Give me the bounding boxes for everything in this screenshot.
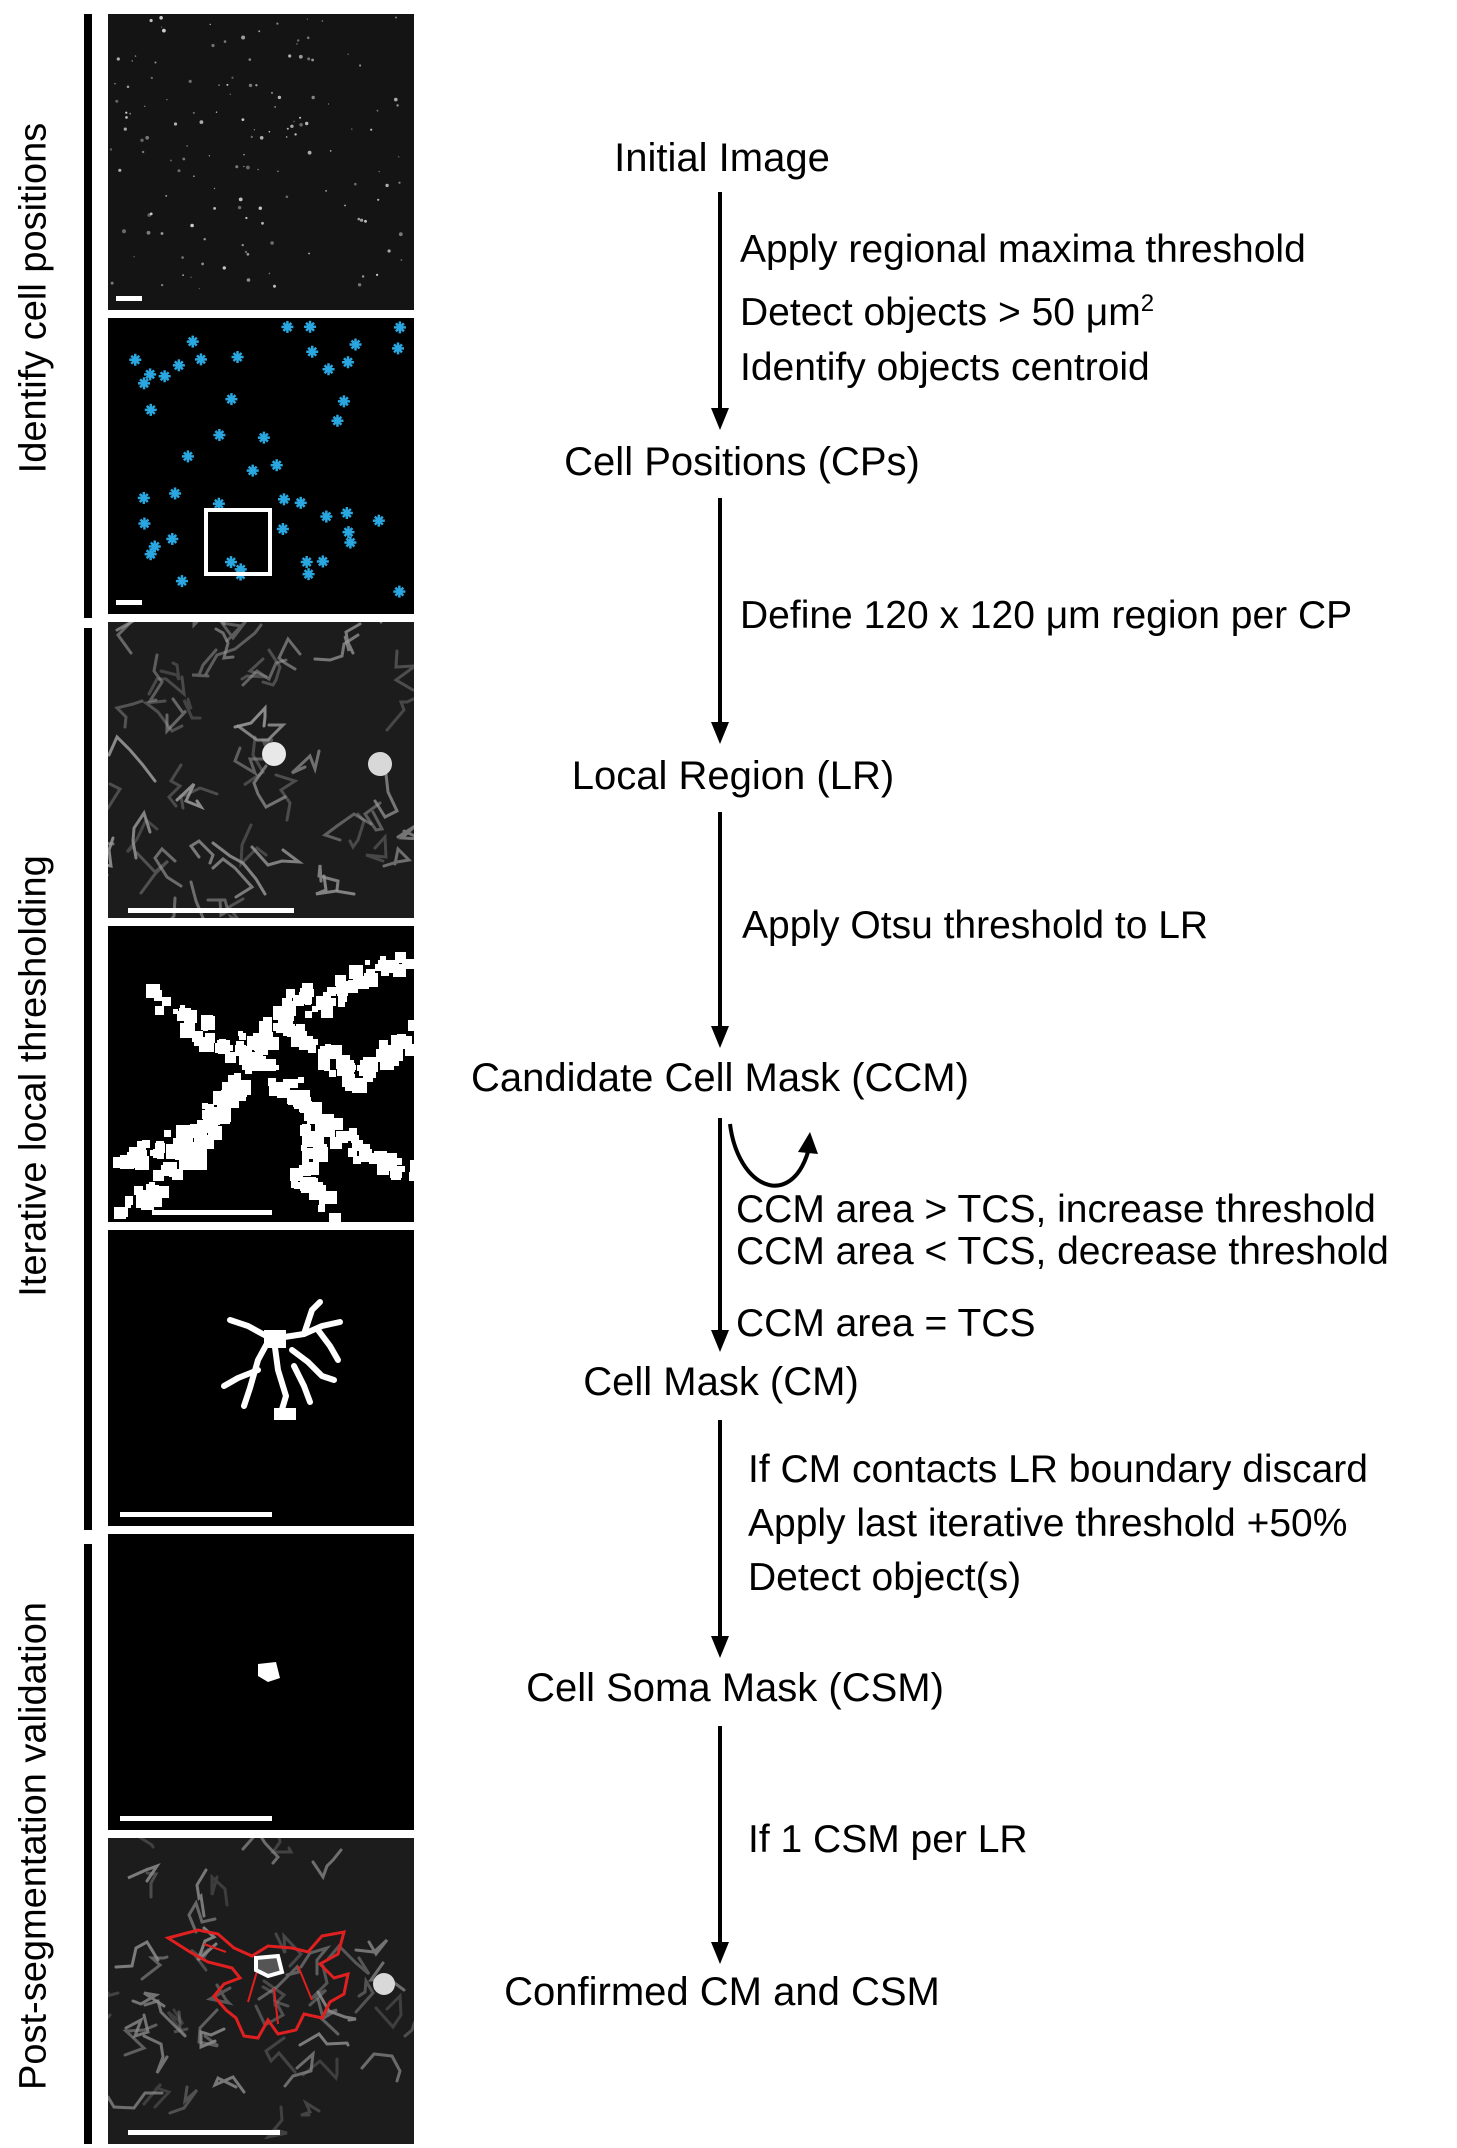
arrow-ccm-loop: [728, 1123, 818, 1188]
section-label-identify: Identify cell positions: [12, 122, 55, 474]
section-bracket-iterative: [84, 628, 92, 1530]
node-confirmed: Confirmed CM and CSM: [504, 1970, 940, 2014]
step-regional-maxima: Apply regional maxima threshold: [740, 228, 1306, 271]
step-ccm-equals-tcs: CCM area = TCS: [736, 1302, 1036, 1345]
node-local-region: Local Region (LR): [571, 754, 895, 798]
arrow-ccm-to-cm: [711, 1118, 729, 1352]
arrow-lr-to-ccm: [711, 812, 729, 1048]
step-detect-objects-soma: Detect object(s): [748, 1556, 1022, 1599]
panel-candidate-mask: [108, 926, 414, 1222]
panel-soma-mask: [108, 1534, 414, 1830]
scale-bar: [152, 1210, 272, 1215]
step-boundary-discard: If CM contacts LR boundary discard: [748, 1448, 1368, 1491]
step-otsu-threshold: Apply Otsu threshold to LR: [742, 904, 1209, 947]
arrow-csm-to-confirmed: [711, 1726, 729, 1964]
candidate-mask-graphic: [108, 926, 414, 1222]
local-region-graphic: [108, 622, 414, 918]
section-bracket-validation: [84, 1544, 92, 2144]
scale-bar: [116, 296, 142, 301]
scale-bar: [128, 2130, 280, 2135]
soma-contour: [254, 1953, 285, 1979]
section-label-validation: Post-segmentation validation: [12, 1602, 55, 2090]
panel-cell-mask: [108, 1230, 414, 1526]
panel-initial-image: [108, 14, 414, 310]
step-detect-objects: Detect objects > 50 μm2: [740, 290, 1154, 335]
panel-local-region: [108, 622, 414, 918]
panel-confirmed: [108, 1838, 414, 2144]
step-increase-threshold: CCM area > TCS, increase threshold: [736, 1188, 1376, 1231]
initial-image-graphic: [108, 14, 414, 310]
step-last-threshold: Apply last iterative threshold +50%: [748, 1502, 1348, 1545]
scale-bar: [120, 1512, 272, 1517]
step-decrease-threshold: CCM area < TCS, decrease threshold: [736, 1230, 1389, 1273]
cell-positions-graphic: [108, 318, 414, 614]
superscript-squared: 2: [1140, 290, 1155, 317]
panel-cell-positions: [108, 318, 414, 614]
arrow-initial-to-cp: [711, 192, 729, 430]
step-one-csm-per-lr: If 1 CSM per LR: [748, 1818, 1028, 1861]
node-cell-soma-mask: Cell Soma Mask (CSM): [526, 1666, 944, 1710]
node-cell-mask: Cell Mask (CM): [583, 1360, 859, 1404]
confirmed-graphic: [108, 1838, 414, 2144]
step-detect-objects-text: Detect objects > 50 μm: [740, 291, 1141, 334]
cell-mask-graphic: [108, 1230, 414, 1526]
soma-mask-graphic: [108, 1534, 414, 1830]
selected-region-box: [204, 508, 272, 576]
cell-mask-contour: [164, 1928, 350, 2040]
scale-bar: [120, 1816, 272, 1821]
step-define-region: Define 120 x 120 μm region per CP: [740, 594, 1353, 637]
node-cell-positions: Cell Positions (CPs): [564, 440, 920, 484]
node-initial-image: Initial Image: [614, 136, 830, 180]
arrow-cm-to-csm: [711, 1420, 729, 1658]
scale-bar: [128, 908, 294, 913]
section-label-iterative: Iterative local thresholding: [12, 855, 55, 1297]
arrow-cp-to-lr: [711, 498, 729, 744]
node-candidate-cell-mask: Candidate Cell Mask (CCM): [471, 1056, 969, 1100]
scale-bar: [116, 600, 142, 605]
section-bracket-identify: [84, 14, 92, 618]
step-identify-centroid: Identify objects centroid: [740, 346, 1150, 389]
